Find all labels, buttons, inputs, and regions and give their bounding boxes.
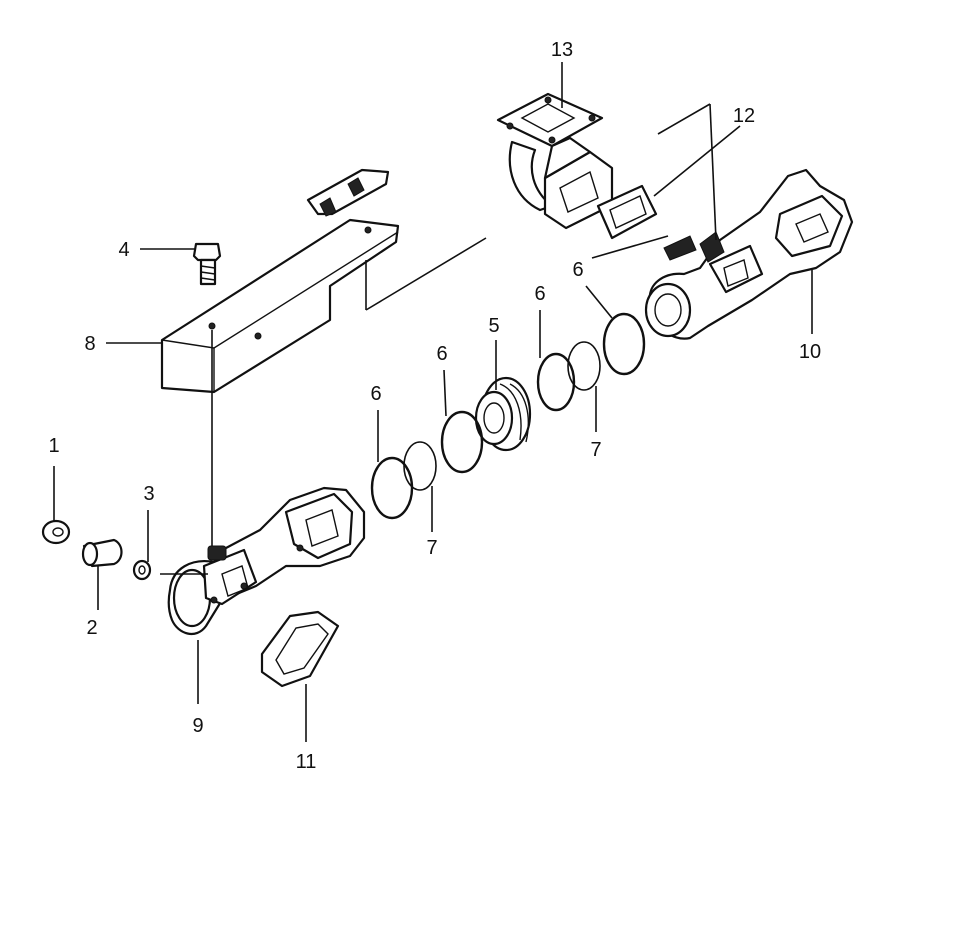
callout-7b: 7 (590, 439, 601, 461)
washer-part (132, 559, 152, 581)
exhaust-elbow-part (496, 92, 614, 230)
callout-3: 3 (143, 483, 154, 505)
callout-4: 4 (118, 239, 129, 261)
bellows-joint-part (474, 376, 532, 452)
heat-shield-part (160, 168, 400, 394)
callout-5: 5 (488, 315, 499, 337)
exhaust-manifold-front-part (167, 486, 366, 636)
assembly-lines (160, 103, 717, 575)
leader-lines (53, 62, 813, 742)
elbow-gasket-part (596, 184, 658, 240)
callout-11: 11 (296, 751, 317, 773)
callout-labels: 1 2 3 4 5 6 6 6 6 7 7 8 9 10 11 12 13 (48, 39, 821, 773)
nut-part (41, 519, 71, 545)
callout-7a: 7 (426, 537, 437, 559)
callout-6b: 6 (436, 343, 447, 365)
callout-6c: 6 (534, 283, 545, 305)
callout-10: 10 (799, 341, 821, 363)
exhaust-manifold-rear-part (644, 168, 854, 340)
callout-13: 13 (551, 39, 573, 61)
callout-6a: 6 (370, 383, 381, 405)
callout-12: 12 (733, 105, 755, 127)
callout-2: 2 (86, 617, 97, 639)
callout-8: 8 (84, 333, 95, 355)
callout-9: 9 (192, 715, 203, 737)
spacer-part (81, 538, 123, 568)
bolt-part (192, 242, 222, 286)
manifold-gasket-part (260, 610, 340, 688)
rings-group (370, 312, 646, 520)
callout-1: 1 (48, 435, 59, 457)
callout-6d: 6 (572, 259, 583, 281)
